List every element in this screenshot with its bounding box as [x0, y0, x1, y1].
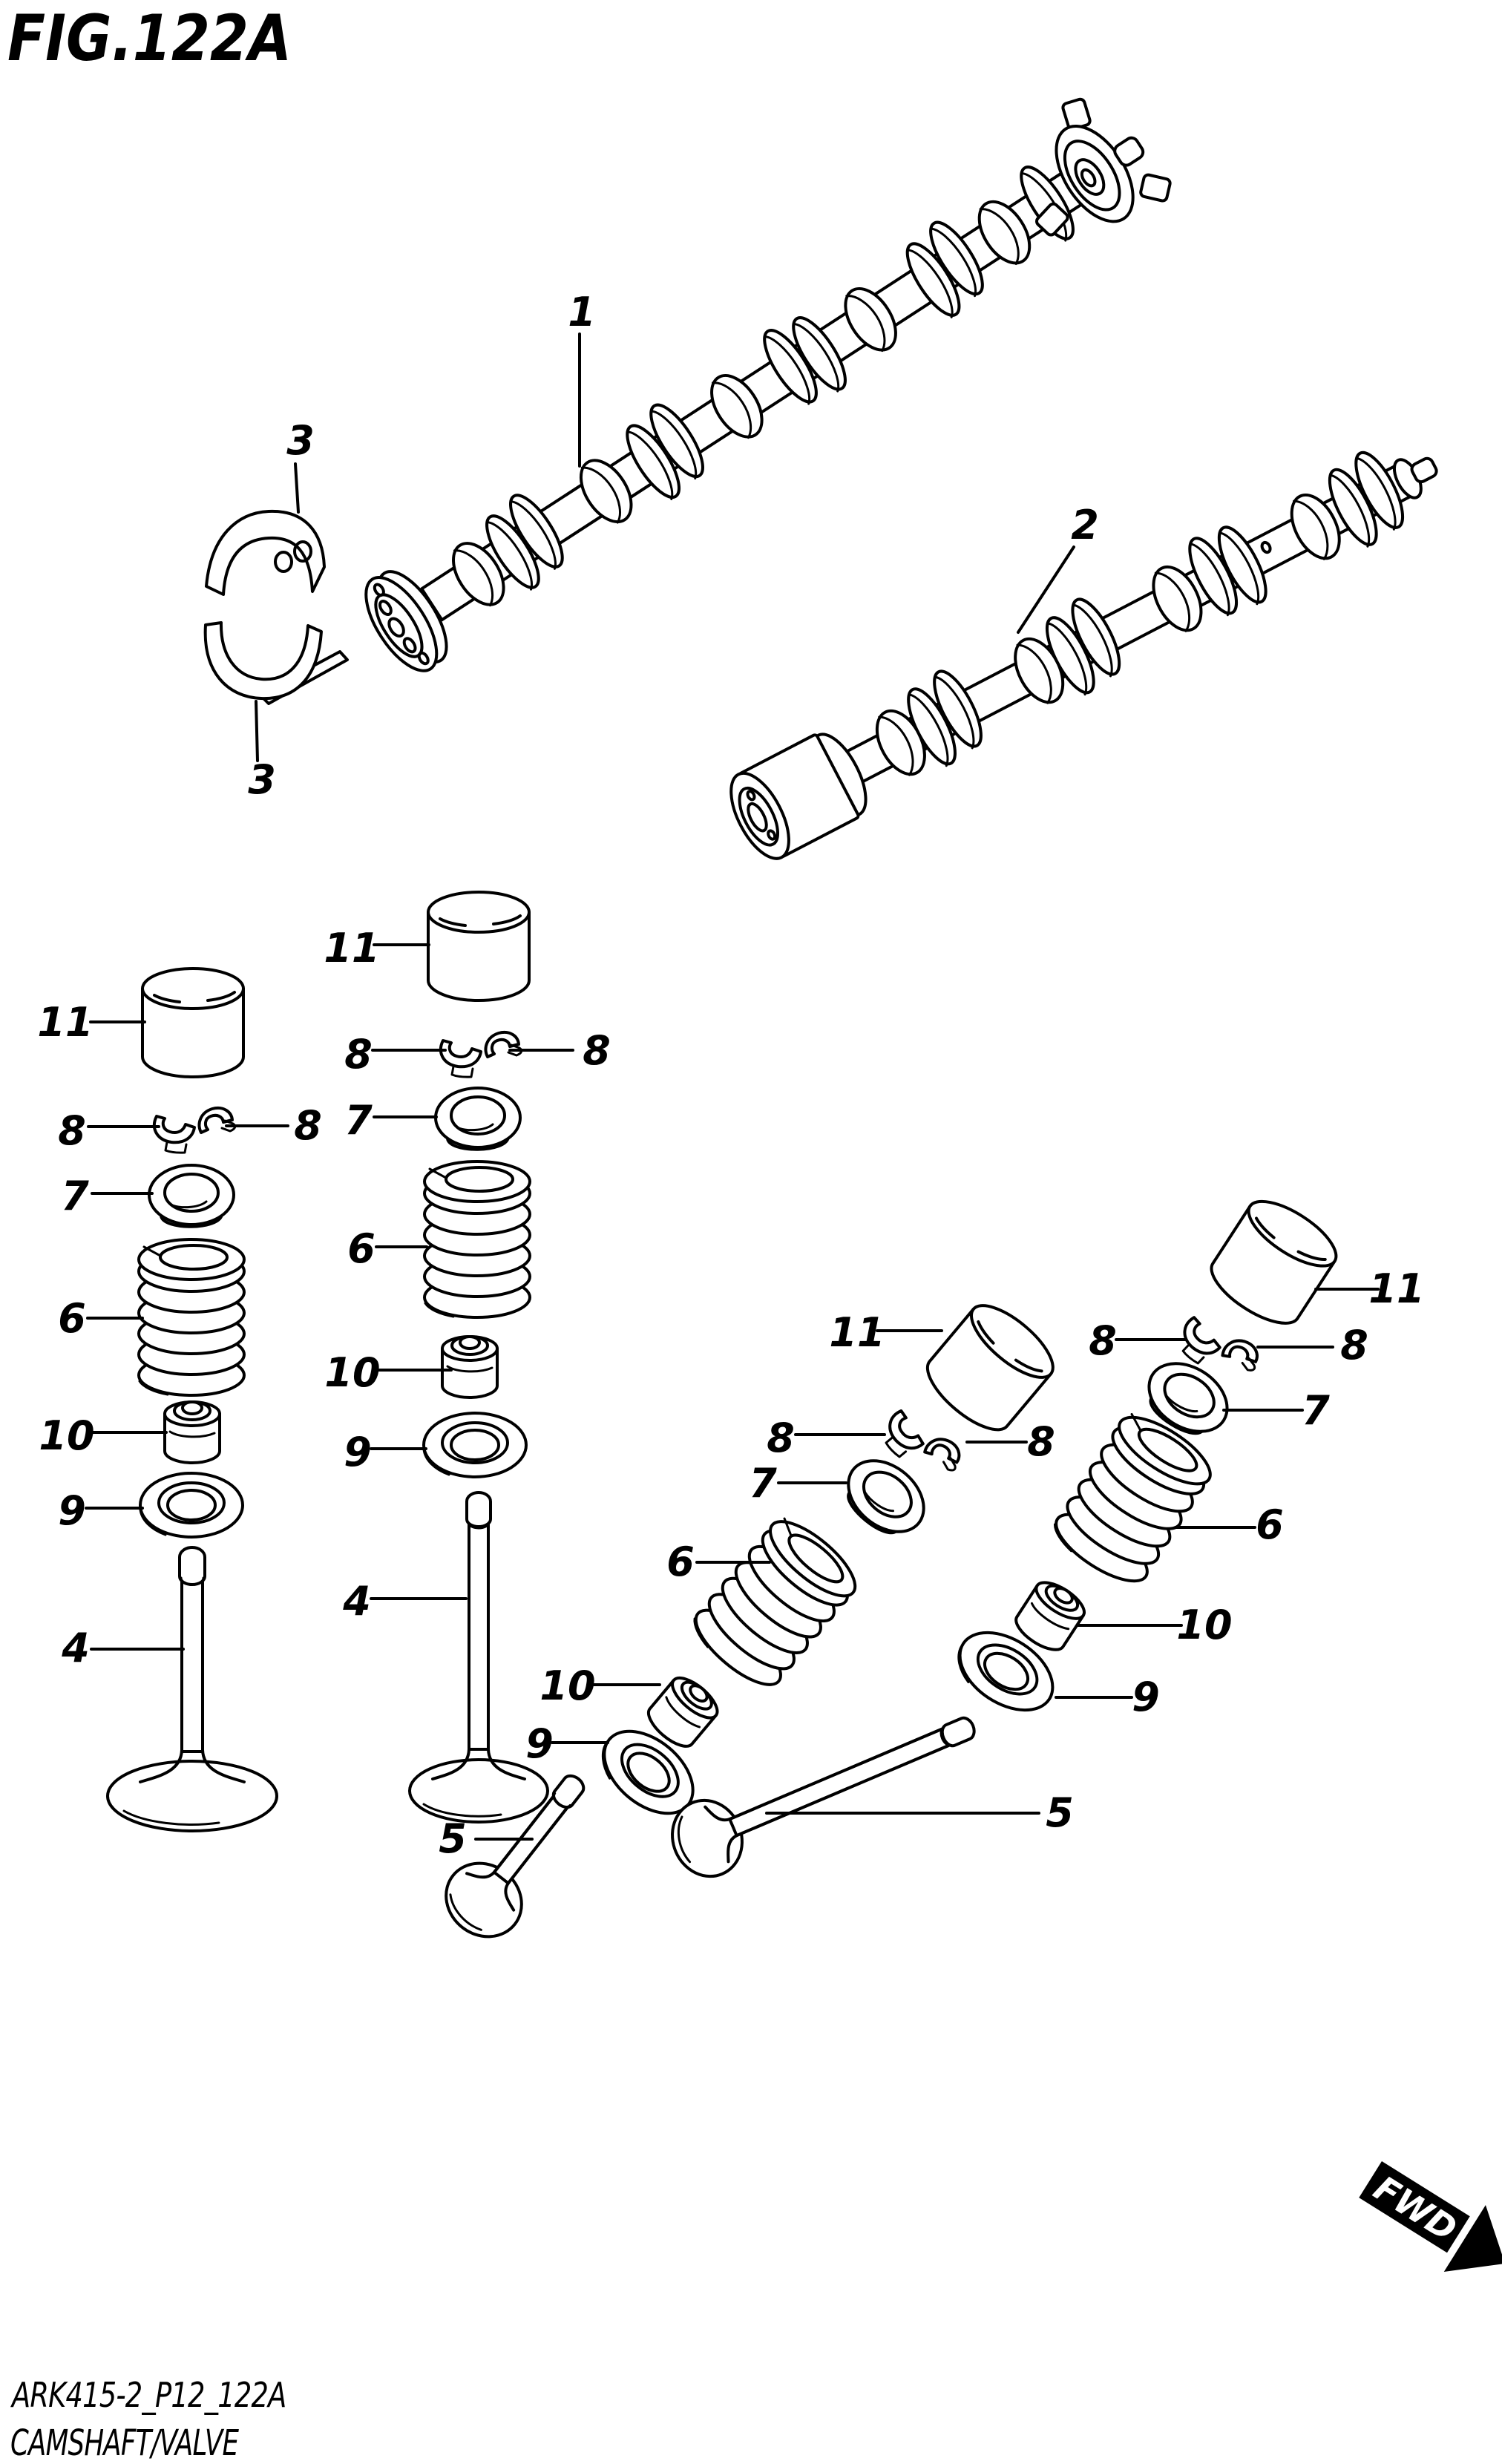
figure-name: CAMSHAFT/VALVE [10, 2422, 239, 2464]
bearing-lower-half [203, 621, 349, 705]
intake-valve-1 [106, 1546, 278, 1832]
leader-lines [85, 332, 1380, 1841]
valve-assembly-3 [445, 1292, 1066, 1939]
valve-assembly-1 [106, 967, 278, 1832]
exhaust-valve-1 [445, 1774, 586, 1939]
camshaft-1-drawing [364, 97, 1172, 672]
exhaust-valve-2 [671, 1716, 976, 1878]
intake-valve-2 [408, 1491, 549, 1824]
page-title: FIG.122A [7, 1, 292, 76]
camshaft-1-flange [364, 570, 448, 672]
leader-line-2 [1017, 545, 1075, 634]
camshaft-1-sprocket [1035, 97, 1172, 237]
fwd-label: FWD [1367, 2168, 1464, 2250]
camshaft-2-drawing [729, 445, 1438, 860]
bearing-upper-half [205, 509, 326, 596]
valve-assembly-4 [671, 1187, 1348, 1878]
leader-line-3 [255, 700, 259, 762]
leader-line-3 [294, 462, 300, 514]
fwd-arrow: FWD [1359, 2161, 1502, 2273]
camshaft-2-cylinder-end [729, 733, 868, 860]
valve-assembly-2 [408, 891, 549, 1824]
figure-code: ARK415-2_P12_122A [12, 2375, 286, 2415]
